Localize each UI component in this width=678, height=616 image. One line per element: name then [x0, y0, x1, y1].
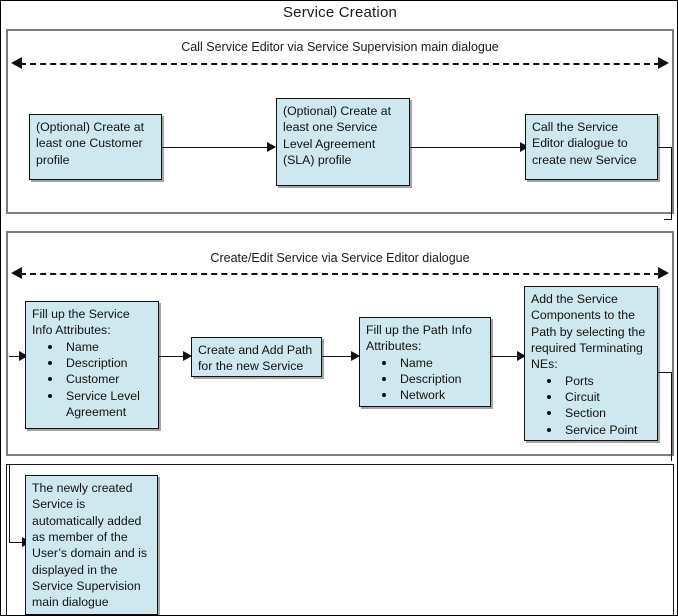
connector-pathinfo-to-components	[491, 356, 517, 357]
phase-1-label: Call Service Editor via Service Supervis…	[181, 40, 499, 54]
node-header: Fill up the Path Info Attributes:	[366, 323, 472, 354]
connector-customer-to-sla	[162, 147, 267, 148]
list-item: Section	[547, 405, 652, 421]
node-create-sla-profile[interactable]: (Optional) Create at least one Service L…	[276, 98, 410, 186]
node-bullet-list: Name Description Network	[366, 355, 485, 404]
arrow-head-icon	[267, 142, 276, 152]
node-header: The newly created Service is automatical…	[32, 481, 148, 610]
node-header: (Optional) Create at least one Customer …	[36, 120, 144, 167]
connector-components-exit-v	[671, 372, 672, 461]
node-call-service-editor[interactable]: Call the Service Editor dialogue to crea…	[525, 114, 658, 180]
node-create-add-path[interactable]: Create and Add Path for the new Service	[191, 337, 322, 377]
dashed-bar	[20, 273, 660, 275]
dashed-bar	[20, 63, 660, 65]
phase-frame-3	[6, 464, 674, 615]
node-header: Add the Service Components to the Path b…	[531, 292, 646, 372]
connector-path-to-pathinfo	[322, 356, 351, 357]
connector-into-bottom-v	[9, 464, 10, 542]
list-item: Circuit	[547, 389, 652, 405]
phase-2-span-arrow	[11, 267, 669, 280]
list-item: Service Level Agreement	[48, 388, 153, 421]
phase-frame-1	[6, 29, 674, 214]
arrow-head-left-icon	[11, 267, 22, 279]
list-item: Customer	[48, 371, 153, 387]
node-add-service-components[interactable]: Add the Service Components to the Path b…	[524, 286, 658, 441]
node-create-customer-profile[interactable]: (Optional) Create at least one Customer …	[29, 114, 162, 180]
list-item: Network	[382, 387, 485, 403]
connector-components-exit-h	[658, 372, 671, 373]
list-item: Ports	[547, 373, 652, 389]
connector-into-service-info	[9, 356, 21, 357]
arrow-head-icon	[183, 351, 192, 361]
arrow-head-icon	[520, 142, 529, 152]
node-bullet-list: Ports Circuit Section Service Point	[531, 373, 652, 438]
phase-frame-2	[6, 231, 674, 456]
connector-sla-to-editor	[410, 147, 520, 148]
connector-editor-exit-v	[671, 147, 672, 219]
node-header: Fill up the Service Info Attributes:	[32, 307, 130, 338]
connector-serviceinfo-to-path	[159, 356, 183, 357]
connector-into-bottom-h	[9, 542, 22, 543]
page-title: Service Creation	[282, 4, 398, 21]
list-item: Name	[382, 355, 485, 371]
list-item: Description	[48, 355, 153, 371]
list-item: Service Point	[547, 422, 652, 438]
node-fill-service-info[interactable]: Fill up the Service Info Attributes: Nam…	[25, 301, 159, 429]
list-item: Description	[382, 371, 485, 387]
arrow-head-right-icon	[658, 57, 669, 69]
node-header: Call the Service Editor dialogue to crea…	[532, 120, 637, 167]
connector-editor-exit-h	[658, 147, 671, 148]
phase-2-label: Create/Edit Service via Service Editor d…	[210, 251, 470, 265]
node-header: (Optional) Create at least one Service L…	[283, 104, 391, 168]
phase-1-span-arrow	[11, 57, 669, 70]
arrow-head-icon	[517, 351, 526, 361]
node-service-added-to-domain[interactable]: The newly created Service is automatical…	[25, 475, 158, 615]
arrow-head-icon	[351, 351, 360, 361]
node-bullet-list: Name Description Customer Service Level …	[32, 339, 153, 421]
node-fill-path-info[interactable]: Fill up the Path Info Attributes: Name D…	[359, 317, 491, 407]
list-item: Name	[48, 339, 153, 355]
arrow-head-right-icon	[658, 267, 669, 279]
arrow-head-left-icon	[11, 57, 22, 69]
connector-editor-exit-h2	[664, 219, 672, 220]
node-header: Create and Add Path for the new Service	[198, 343, 313, 374]
arrow-head-icon	[19, 351, 28, 361]
